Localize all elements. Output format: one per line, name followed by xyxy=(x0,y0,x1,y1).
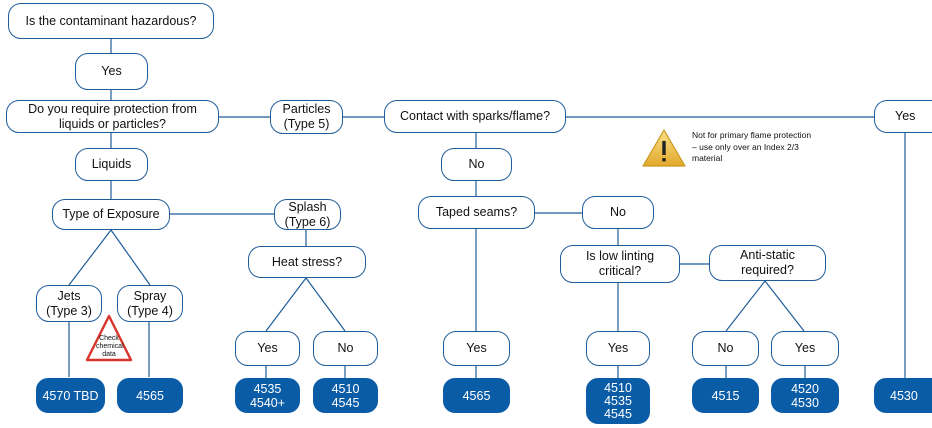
node-require-protection: Do you require protection from liquids o… xyxy=(6,100,219,133)
node-splash: Splash (Type 6) xyxy=(274,199,341,230)
result-spray: 4565 xyxy=(117,378,183,413)
node-type-of-exposure: Type of Exposure xyxy=(52,199,170,230)
node-liquids: Liquids xyxy=(75,148,148,181)
result-heat-no: 4510 4545 xyxy=(313,378,378,413)
node-particles: Particles (Type 5) xyxy=(270,100,343,134)
node-sparks-yes: Yes xyxy=(874,100,932,133)
node-spray: Spray (Type 4) xyxy=(117,285,183,322)
node-anti-static: Anti-static required? xyxy=(709,245,826,281)
warning-triangle-icon xyxy=(85,314,133,362)
node-heat-yes: Yes xyxy=(235,331,300,366)
result-jets: 4570 TBD xyxy=(36,378,105,413)
node-linting-yes: Yes xyxy=(586,331,650,366)
node-taped-seams: Taped seams? xyxy=(418,196,535,229)
result-linting-yes: 4510 4535 4545 xyxy=(586,378,650,424)
node-jets: Jets (Type 3) xyxy=(36,285,102,322)
node-taped-no: No xyxy=(582,196,654,229)
node-antistatic-no: No xyxy=(692,331,759,366)
node-sparks: Contact with sparks/flame? xyxy=(384,100,566,133)
node-sparks-no: No xyxy=(441,148,512,181)
result-taped-yes: 4565 xyxy=(443,378,510,413)
node-yes-hazardous: Yes xyxy=(75,53,148,90)
warning-text: Not for primary flame protection – use o… xyxy=(692,130,812,163)
result-antistatic-yes: 4520 4530 xyxy=(771,378,839,413)
node-antistatic-yes: Yes xyxy=(771,331,839,366)
node-taped-yes: Yes xyxy=(443,331,510,366)
result-antistatic-no: 4515 xyxy=(692,378,759,413)
warning-icon xyxy=(642,129,686,167)
node-heat-no: No xyxy=(313,331,378,366)
node-heat-stress: Heat stress? xyxy=(248,246,366,278)
node-low-linting: Is low linting critical? xyxy=(560,245,680,283)
result-sparks-yes: 4530 xyxy=(874,378,932,413)
check-chemical-text: Check chemical data xyxy=(96,335,124,358)
node-hazardous: Is the contaminant hazardous? xyxy=(8,3,214,39)
result-heat-yes: 4535 4540+ xyxy=(235,378,300,413)
